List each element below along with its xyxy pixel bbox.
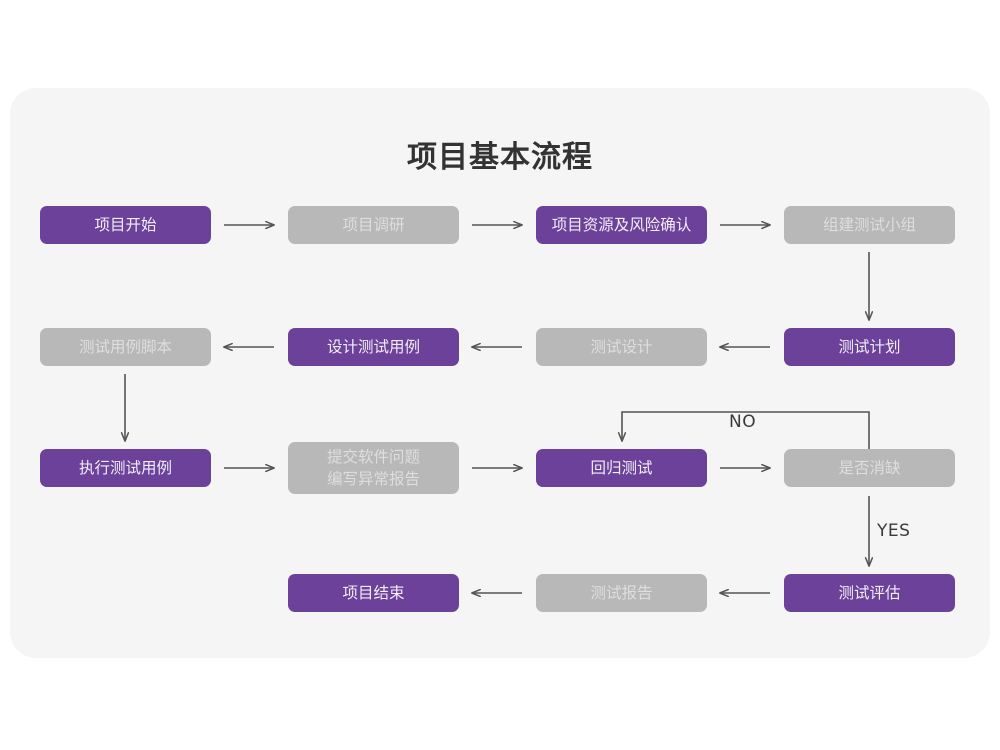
- flow-node-execute-test-case[interactable]: 执行测试用例: [40, 449, 211, 487]
- flow-node-build-test-team[interactable]: 组建测试小组: [784, 206, 955, 244]
- flow-node-test-case-script[interactable]: 测试用例脚本: [40, 328, 211, 366]
- flow-node-label: 回归测试: [590, 459, 653, 477]
- flow-node-label: 组建测试小组: [822, 216, 916, 234]
- flow-node-project-research[interactable]: 项目调研: [288, 206, 459, 244]
- flow-node-design-test-case[interactable]: 设计测试用例: [288, 328, 459, 366]
- edge-label-no: NO: [729, 412, 757, 432]
- flow-node-label: 提交软件问题 编写异常报告: [326, 448, 420, 488]
- flow-node-label: 测试用例脚本: [78, 338, 172, 356]
- flow-node-label: 项目开始: [94, 216, 157, 234]
- flow-node-resource-risk-confirm[interactable]: 项目资源及风险确认: [536, 206, 707, 244]
- flow-node-defect-cleared-decision[interactable]: 是否消缺: [784, 449, 955, 487]
- flow-node-test-plan[interactable]: 测试计划: [784, 328, 955, 366]
- flow-node-label: 执行测试用例: [78, 459, 172, 477]
- flow-node-label: 项目调研: [342, 216, 405, 234]
- page-title: 项目基本流程: [407, 140, 593, 175]
- flow-node-submit-issue-report[interactable]: 提交软件问题 编写异常报告: [288, 442, 459, 494]
- flow-node-project-start[interactable]: 项目开始: [40, 206, 211, 244]
- flow-node-label: 测试报告: [590, 584, 653, 602]
- flow-node-test-report[interactable]: 测试报告: [536, 574, 707, 612]
- flow-node-label: 设计测试用例: [326, 338, 420, 356]
- flow-node-label: 测试评估: [838, 584, 901, 602]
- edge-label-yes: YES: [877, 521, 911, 541]
- flowchart-card: [10, 88, 990, 658]
- flow-node-regression-test[interactable]: 回归测试: [536, 449, 707, 487]
- flow-node-test-evaluation[interactable]: 测试评估: [784, 574, 955, 612]
- flow-node-project-end[interactable]: 项目结束: [288, 574, 459, 612]
- flow-node-label: 是否消缺: [838, 459, 901, 477]
- flow-node-label: 测试设计: [590, 338, 653, 356]
- flow-node-label: 项目资源及风险确认: [551, 216, 692, 234]
- flow-node-test-design[interactable]: 测试设计: [536, 328, 707, 366]
- flow-node-label: 测试计划: [838, 338, 901, 356]
- flow-node-label: 项目结束: [342, 584, 405, 602]
